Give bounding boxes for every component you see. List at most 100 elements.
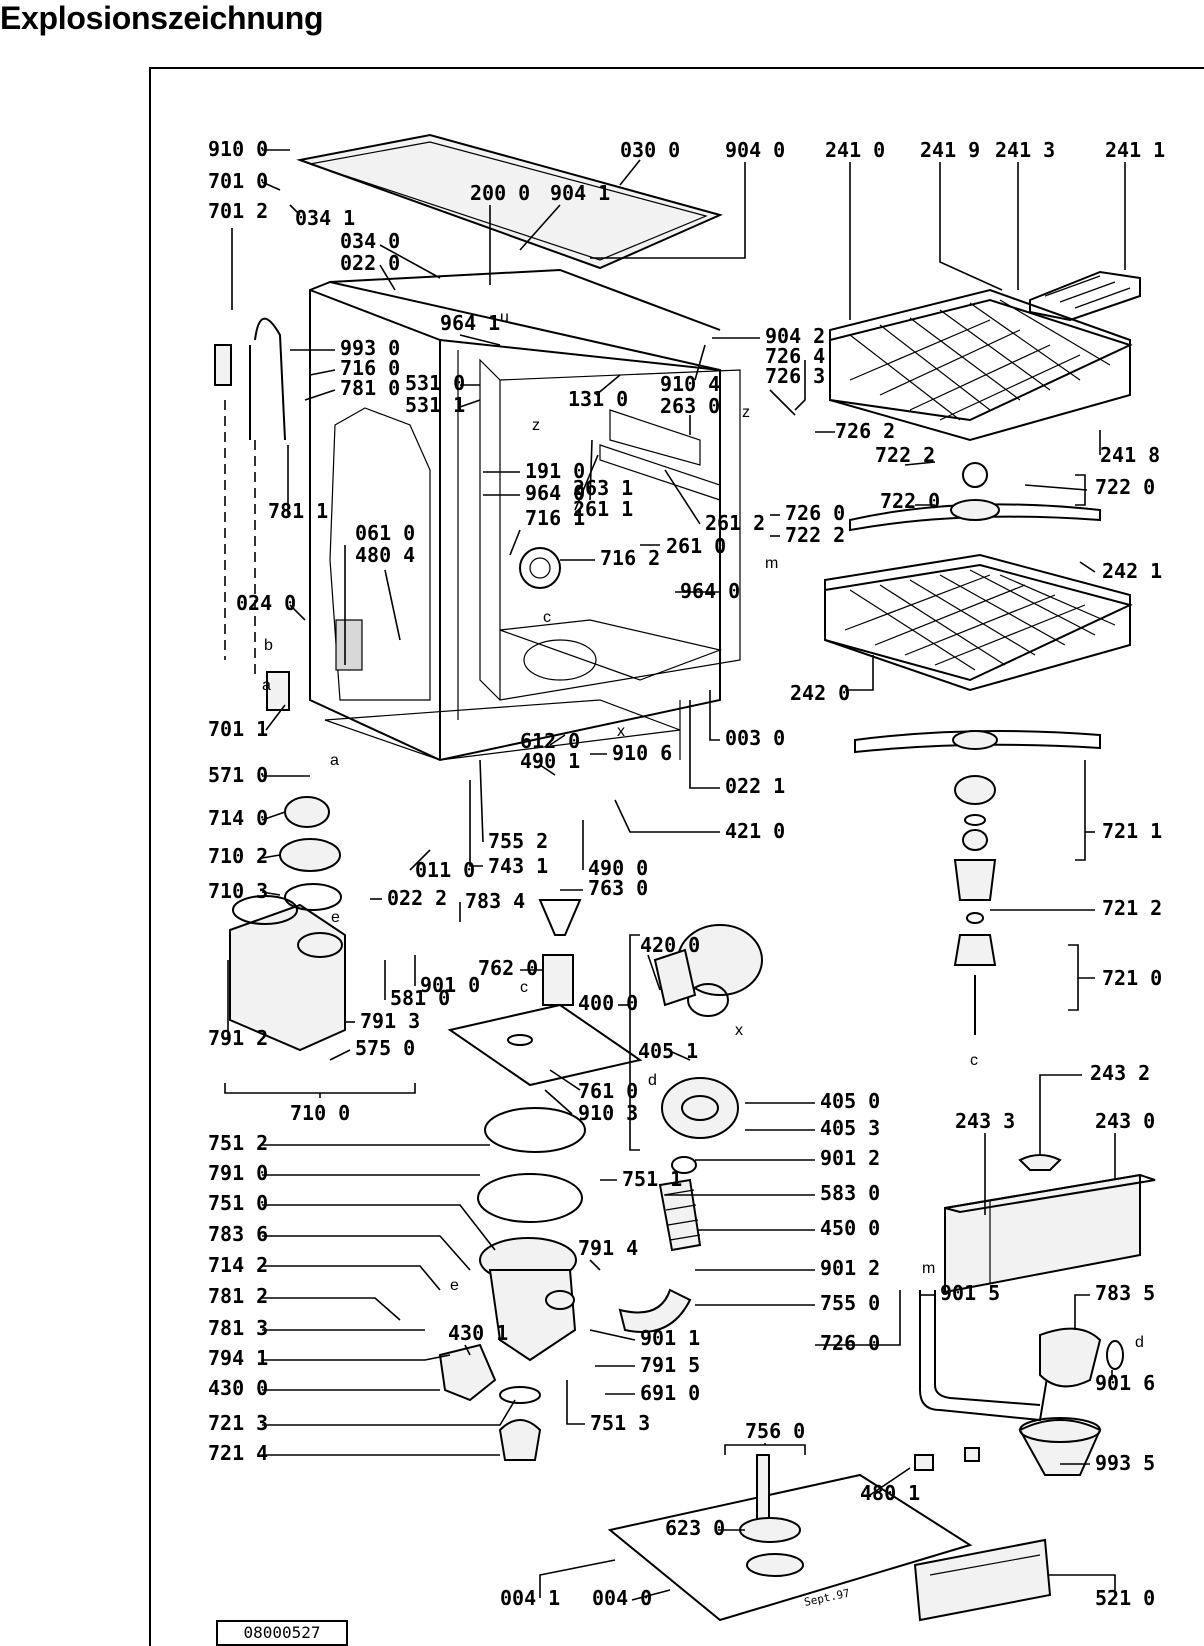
part-label-p106: 794 1 [208,1346,268,1370]
part-label-p92: 583 0 [820,1181,880,1205]
part-label-p28: 241 8 [1100,443,1160,467]
leader-line-p46 [1079,561,1096,573]
part-label-p48: 242 0 [790,681,850,705]
float-switch [914,1447,980,1471]
part-label-p15: 964 1 [440,311,500,335]
ref-letter-d: d [648,1072,657,1089]
leader-line-p100 [262,1297,401,1321]
part-label-p110: 691 0 [640,1381,700,1405]
part-label-p41: 480 4 [355,543,415,567]
part-label-p59: 710 2 [208,844,268,868]
part-label-p18: 726 3 [765,364,825,388]
part-label-p25: 910 4 [660,372,720,396]
part-label-p27: 726 2 [835,419,895,443]
leader-line-p59 [261,854,281,859]
leader-line-p36 [574,454,599,511]
part-label-p56: 714 0 [208,806,268,830]
leader-line-p9 [379,244,441,279]
part-label-p116: 993 5 [1095,1451,1155,1475]
part-label-p118: 004 1 [500,1586,560,1610]
reference-letters: b a a c c c d d e e m m u x x z z [262,309,1144,1351]
leader-line-p2 [261,181,281,191]
part-label-p84: 243 3 [955,1109,1015,1133]
part-label-p22: 531 0 [405,371,465,395]
leader-line-p23 [459,399,481,408]
sump-seals [477,1107,586,1283]
part-label-p46: 242 1 [1102,559,1162,583]
part-label-p73: 901 0 [420,973,480,997]
part-label-p14: 241 1 [1105,138,1165,162]
part-label-p43: 261 0 [666,534,726,558]
part-label-p33: 191 0 [525,459,585,483]
part-label-p64: 763 0 [588,876,648,900]
ref-letter-c: c [543,609,551,626]
part-label-p69: 420 0 [640,933,700,957]
ref-letter-e: e [331,909,340,926]
leader-line-p18 [769,389,796,416]
part-label-p70: 762 0 [478,956,538,980]
part-label-p90: 751 1 [622,1167,682,1191]
part-label-p120: 521 0 [1095,1586,1155,1610]
ref-letter-z: z [532,417,540,434]
part-label-p40: 061 0 [355,521,415,545]
leader-line-p5 [619,159,641,186]
leader-line-p42 [509,529,521,556]
ref-letter-x: x [617,723,625,740]
leader-lines [227,149,1126,1601]
part-label-p7: 200 0 [470,181,530,205]
leader-line-p81 [1039,1074,1082,1155]
part-label-p66: 022 2 [387,886,447,910]
part-label-p112: 751 3 [590,1411,650,1435]
part-label-p71: 721 0 [1102,966,1162,990]
part-label-p88: 901 2 [820,1146,880,1170]
leader-line-p48 [845,655,874,691]
leader-line-p106 [262,1354,451,1361]
part-label-p20: 716 0 [340,356,400,380]
part-label-p115: 480 1 [860,1481,920,1505]
spray-pipe [919,1290,1051,1422]
part-label-p62: 743 1 [488,854,548,878]
part-label-p85: 243 0 [1095,1109,1155,1133]
leader-line-p93 [262,1235,471,1271]
part-label-p13: 241 3 [995,138,1055,162]
part-label-p26: 263 0 [660,394,720,418]
part-label-p35: 263 1 [573,476,633,500]
group-bracket-721-1 [1075,760,1086,861]
leader-line-p78 [671,1051,691,1061]
stamp-text: Sept.97 [803,1587,851,1609]
part-label-p37: 261 2 [705,511,765,535]
ref-letter-m: m [922,1260,935,1277]
leader-line-p79 [549,1069,581,1091]
part-label-p10: 022 0 [340,251,400,275]
leader-line-p21 [304,389,336,401]
part-label-p58: 721 1 [1102,819,1162,843]
part-label-p94: 450 0 [820,1216,880,1240]
part-label-p72: 581 0 [390,986,450,1010]
part-label-p49: 701 1 [208,717,268,741]
worktop-lid [296,133,723,270]
ref-letter-c2: c [520,979,528,996]
part-label-p65: 710 3 [208,879,268,903]
leader-line-p99 [1074,1294,1090,1330]
part-label-p2: 701 0 [208,169,268,193]
part-label-p76: 791 3 [360,1009,420,1033]
leader-line-p120 [1048,1574,1116,1598]
ref-letter-a2: a [330,752,339,769]
part-label-p95: 791 4 [578,1236,638,1260]
part-label-p93: 783 6 [208,1222,268,1246]
part-label-p5: 030 0 [620,138,680,162]
ref-letter-z2: z [742,404,750,421]
part-label-p100: 781 2 [208,1284,268,1308]
leader-line-p6 [590,162,746,259]
part-label-p83: 405 0 [820,1089,880,1113]
part-label-p34: 964 0 [525,481,585,505]
spray-bar-rails [599,409,721,501]
ref-letter-a: a [262,677,271,694]
lower-rack [824,553,1133,692]
part-label-p47: 024 0 [236,591,296,615]
leader-line-p111 [262,1399,516,1426]
leader-line-p49 [265,704,286,731]
part-label-p21: 781 0 [340,376,400,400]
leader-line-p104 [464,1344,471,1356]
